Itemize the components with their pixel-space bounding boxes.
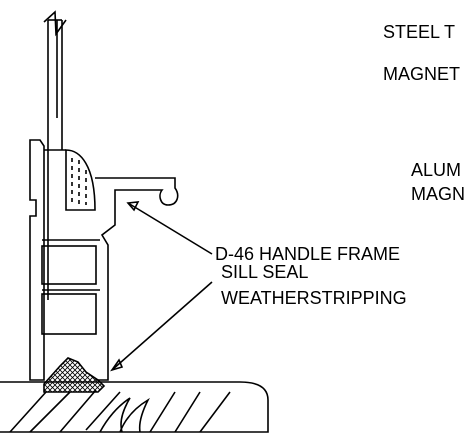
- handle-frame-profile: [29, 118, 179, 381]
- label-handle-frame: D-46 HANDLE FRAME: [215, 244, 401, 264]
- label-alum-line1: ALUM: [411, 160, 462, 180]
- leader-arrows: [110, 201, 213, 372]
- label-alum-line2: MAGN: [411, 184, 465, 204]
- label-sill-seal-line2: WEATHERSTRIPPING: [221, 288, 407, 308]
- label-magnet: MAGNET: [383, 64, 461, 84]
- door-panel: [43, 10, 67, 300]
- label-sill-seal-line1: SILL SEAL: [221, 262, 309, 282]
- label-steel-t: STEEL T: [383, 22, 456, 42]
- wood-sill: [0, 381, 269, 433]
- magnet: [65, 149, 96, 211]
- sill-seal: [43, 357, 106, 393]
